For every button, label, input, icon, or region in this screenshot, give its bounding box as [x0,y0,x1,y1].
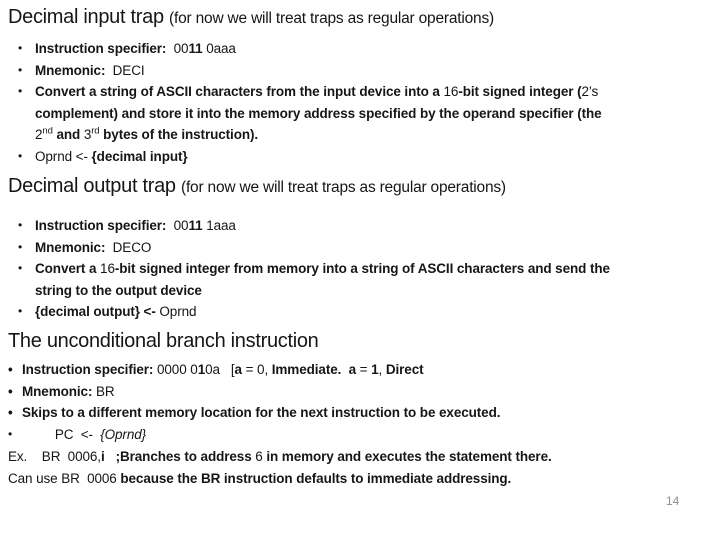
text-run: 1 [371,362,379,377]
bullet-list: Instruction specifier: 0000 010a [a = 0,… [8,359,714,445]
text-run: 16 [100,261,115,276]
text-run: BR [96,383,115,399]
bullet-item: Convert a 16-bit signed integer from mem… [8,258,714,301]
text-run: 3 [83,127,92,142]
page-number: 14 [666,494,680,508]
section-title-text: Decimal output trap [8,175,181,197]
text-run: ’s [588,84,599,99]
bullet-item: Skips to a different memory location for… [8,402,714,424]
text-run: {Oprnd} [100,426,147,442]
text-run: {decimal output} <- [35,304,160,319]
bullet-item: Instruction specifier: 0011 0aaa [8,38,714,60]
text-run: 00 [173,218,189,233]
text-run: 1 [197,362,206,377]
bullet-item: {decimal output} <- Oprnd [8,301,714,323]
text-run: bytes of the instruction). [99,127,259,142]
text-run: , [378,362,386,377]
bullet-list: Instruction specifier: 0011 1aaaMnemonic… [8,215,714,323]
example-paragraph: Ex. BR 0006,i ;Branches to address 6 in … [8,446,714,489]
text-run: 1aaa [202,218,236,233]
text-run: = 0, [241,362,272,377]
text-run: Instruction specifier: [35,41,174,56]
bullet-item: Mnemonic: BR [8,381,714,403]
text-run: Mnemonic: [35,62,113,78]
text-run: i [100,449,105,464]
text-run: complement) and store it into the memory… [35,105,602,121]
bullet-item: Mnemonic: DECO [8,237,714,259]
text-run: DECI [112,62,145,78]
text-run: Convert a [35,261,101,276]
text-run: in memory and executes the statement the… [262,449,552,464]
text-run: and [52,127,84,142]
text-run: PC <- [22,426,101,442]
text-run: -bit signed integer from memory into a s… [114,261,610,276]
text-run: Skips to a different memory location for… [22,405,501,420]
section-title-suffix: (for now we will treat traps as regular … [169,10,494,27]
text-run: Immediate. [271,362,342,377]
section-title: Decimal input trap (for now we will trea… [8,3,714,33]
text-run: Mnemonic: [22,383,97,399]
text-run: Instruction specifier: [35,218,174,233]
text-run: string to the output device [35,282,202,298]
text-run: Oprnd <- [35,148,92,164]
text-run: 2 [581,84,589,99]
bullet-item: Instruction specifier: 0000 010a [a = 0,… [8,359,714,381]
text-run: Ex. BR 0006, [8,449,101,464]
example-line: Can use BR 0006 because the BR instructi… [8,468,714,490]
text-run [105,449,116,464]
text-run: 00 [173,41,189,56]
text-run: Direct [385,362,424,377]
text-run: ;Branches to address [115,449,256,464]
text-run: Convert a string of ASCII characters fro… [35,84,444,99]
text-run: rd [91,125,100,137]
text-run: 11 [188,218,203,233]
section-title-text: The unconditional branch instruction [8,330,319,352]
text-run: nd [42,125,53,137]
text-run: 6 [255,449,263,464]
text-run [341,362,348,377]
text-run: 0a [ [205,362,235,377]
text-run: 11 [188,41,203,56]
example-line: Ex. BR 0006,i ;Branches to address 6 in … [8,446,714,468]
text-run: DECO [112,239,152,255]
text-run: 2 [35,127,43,142]
text-run: 0aaa [202,41,236,56]
text-run: 16 [443,84,459,99]
section-decimal-output-trap: Decimal output trap (for now we will tre… [8,172,714,323]
text-run: 0000 0 [156,362,198,377]
section-title: The unconditional branch instruction [8,327,714,357]
text-run: Instruction specifier: [22,362,157,377]
text-run: = [356,362,372,377]
section-title-text: Decimal input trap [8,6,170,28]
text-run: a [348,362,357,377]
section-unconditional-branch: The unconditional branch instruction Ins… [8,327,714,445]
section-title-suffix: (for now we will treat traps as regular … [180,179,506,196]
bullet-item: Instruction specifier: 0011 1aaa [8,215,714,237]
text-run: Can use BR 0006 [8,470,121,486]
text-run: Oprnd [159,304,197,319]
bullet-list: Instruction specifier: 0011 0aaaMnemonic… [8,38,714,167]
section-title: Decimal output trap (for now we will tre… [8,172,714,202]
bullet-item: Oprnd <- {decimal input} [8,146,714,168]
text-run: -bit signed integer ( [458,84,582,99]
section-decimal-input-trap: Decimal input trap (for now we will trea… [8,3,714,167]
bullet-item: Mnemonic: DECI [8,60,714,82]
text-run: Mnemonic: [35,239,113,255]
text-run: {decimal input} [91,148,188,164]
bullet-item: PC <- {Oprnd} [8,424,714,446]
text-run: a [234,362,243,377]
text-run: because the BR instruction defaults to i… [120,470,512,486]
bullet-item: Convert a string of ASCII characters fro… [8,81,714,146]
